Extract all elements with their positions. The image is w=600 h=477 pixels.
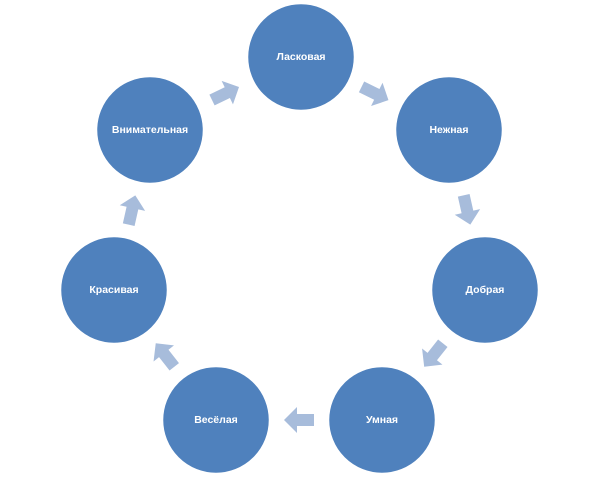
node-label-umnaya: Умная [366,414,398,426]
node-circle-vesyolaya [160,364,272,476]
node-dobraya: Добрая [429,234,541,346]
arrow-vnimatelnaya-to-laskovaya [209,80,240,106]
node-laskovaya: Ласковая [245,1,357,113]
node-umnaya: Умная [326,364,438,476]
node-vnimatelnaya: Внимательная [94,74,206,186]
node-circle-umnaya [326,364,438,476]
node-label-vnimatelnaya: Внимательная [112,124,188,136]
node-circle-vnimatelnaya [94,74,206,186]
node-label-laskovaya: Ласковая [276,51,325,63]
node-label-dobraya: Добрая [466,284,505,296]
node-label-vesyolaya: Весёлая [194,414,238,426]
arrow-krasivaya-to-vnimatelnaya [119,195,146,226]
node-vesyolaya: Весёлая [160,364,272,476]
node-circle-nezhnaya [393,74,505,186]
node-label-nezhnaya: Нежная [429,124,468,136]
arrow-dobraya-to-umnaya [422,339,448,367]
arrow-vesyolaya-to-krasivaya [153,343,179,371]
arrow-laskovaya-to-nezhnaya [358,81,389,107]
node-label-krasivaya: Красивая [89,284,138,296]
node-nezhnaya: Нежная [393,74,505,186]
node-krasivaya: Красивая [58,234,170,346]
node-circle-dobraya [429,234,541,346]
arrow-nezhnaya-to-dobraya [454,194,481,225]
arrow-umnaya-to-vesyolaya [284,407,314,433]
node-circle-krasivaya [58,234,170,346]
node-circle-laskovaya [245,1,357,113]
